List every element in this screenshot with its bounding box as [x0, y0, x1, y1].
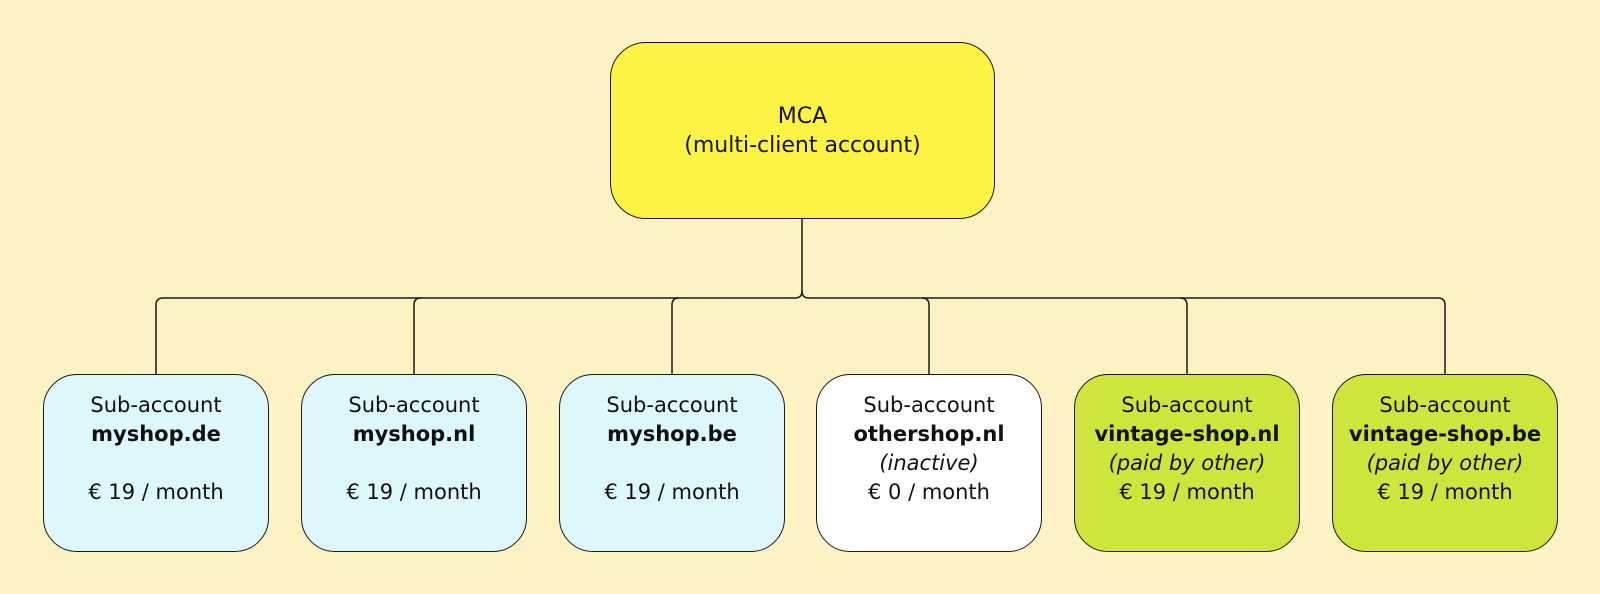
connector-branch: [921, 297, 930, 374]
sub-account-name: myshop.nl: [352, 422, 476, 446]
mca-node: MCA (multi-client account): [610, 42, 995, 219]
sub-account-label: Sub-account: [1379, 393, 1511, 417]
sub-account-note: (paid by other): [1108, 451, 1266, 475]
connector-trunk: [155, 219, 803, 374]
sub-account-name: othershop.nl: [853, 422, 1005, 446]
sub-account-label: Sub-account: [1121, 393, 1253, 417]
sub-account-name: vintage-shop.nl: [1094, 422, 1280, 446]
mca-title: MCA: [777, 103, 828, 129]
sub-account-label: Sub-account: [606, 393, 738, 417]
sub-account-node: Sub-account myshop.nl € 19 / month: [301, 374, 527, 552]
sub-account-node: Sub-account othershop.nl (inactive) € 0 …: [816, 374, 1042, 552]
sub-account-price: € 0 / month: [868, 480, 990, 504]
connector-branch: [1179, 297, 1188, 374]
connector-branch: [671, 297, 680, 374]
sub-account-node: Sub-account myshop.de € 19 / month: [43, 374, 269, 552]
sub-account-price: € 19 / month: [346, 480, 482, 504]
sub-account-note: (inactive): [879, 451, 979, 475]
connector-branch: [413, 297, 422, 374]
sub-account-name: myshop.be: [607, 422, 737, 446]
connector-trunk-right: [801, 290, 1446, 374]
mca-subtitle: (multi-client account): [684, 132, 921, 158]
sub-account-price: € 19 / month: [1377, 480, 1513, 504]
sub-account-price: € 19 / month: [88, 480, 224, 504]
sub-account-note: (paid by other): [1366, 451, 1524, 475]
sub-account-label: Sub-account: [863, 393, 995, 417]
sub-account-price: € 19 / month: [604, 480, 740, 504]
sub-account-price: € 19 / month: [1119, 480, 1255, 504]
sub-account-node: Sub-account vintage-shop.nl (paid by oth…: [1074, 374, 1300, 552]
sub-account-name: myshop.de: [91, 422, 221, 446]
sub-account-node: Sub-account vintage-shop.be (paid by oth…: [1332, 374, 1558, 552]
sub-account-name: vintage-shop.be: [1348, 422, 1542, 446]
sub-account-label: Sub-account: [348, 393, 480, 417]
sub-account-node: Sub-account myshop.be € 19 / month: [559, 374, 785, 552]
sub-account-label: Sub-account: [90, 393, 222, 417]
